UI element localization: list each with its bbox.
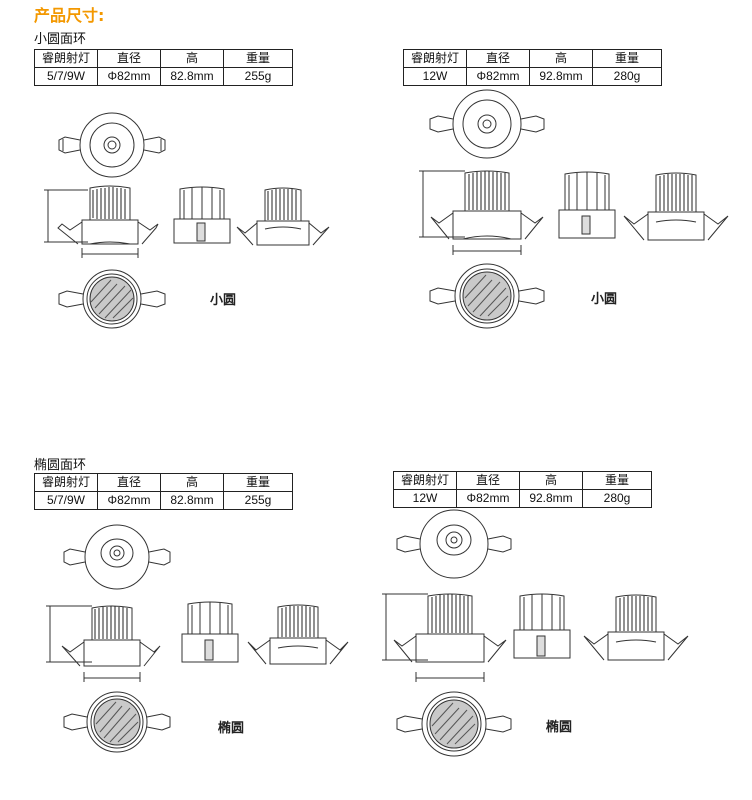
- side-view-drawing: [378, 588, 513, 688]
- header-weight: 重量: [582, 471, 652, 490]
- cell-power: 12W: [403, 67, 467, 86]
- header-product: 睿朗射灯: [403, 49, 467, 68]
- cell-diameter: Φ82mm: [97, 491, 161, 510]
- page-heading: 产品尺寸:: [34, 6, 105, 25]
- table-row: 12W Φ82mm 92.8mm 280g: [393, 489, 652, 508]
- side-view-drawing: [42, 600, 162, 690]
- header-height: 高: [529, 49, 593, 68]
- top-view-drawing: [395, 508, 515, 583]
- header-product: 睿朗射灯: [34, 49, 98, 68]
- header-product: 睿朗射灯: [34, 473, 98, 492]
- table-header-row: 睿朗射灯 直径 高 重量: [393, 471, 652, 490]
- table-row: 5/7/9W Φ82mm 82.8mm 255g: [34, 491, 293, 510]
- side-view-drawing: [415, 165, 550, 260]
- model-caption: 小圆: [591, 292, 618, 307]
- table-header-row: 睿朗射灯 直径 高 重量: [403, 49, 662, 68]
- rear-view-drawing: [582, 592, 692, 667]
- header-diameter: 直径: [97, 473, 161, 492]
- cell-diameter: Φ82mm: [456, 489, 520, 508]
- header-weight: 重量: [592, 49, 662, 68]
- front-view-drawing: [170, 185, 235, 250]
- cell-diameter: Φ82mm: [466, 67, 530, 86]
- front-view-drawing: [555, 170, 620, 245]
- group-title-oval: 椭圆面环: [34, 458, 87, 473]
- spec-table-oval-12w: 睿朗射灯 直径 高 重量 12W Φ82mm 92.8mm 280g: [393, 471, 652, 508]
- cell-weight: 280g: [592, 67, 662, 86]
- header-weight: 重量: [223, 49, 293, 68]
- table-header-row: 睿朗射灯 直径 高 重量: [34, 473, 293, 492]
- cell-height: 82.8mm: [160, 67, 224, 86]
- model-caption: 椭圆: [218, 721, 245, 736]
- header-weight: 重量: [223, 473, 293, 492]
- cell-height: 92.8mm: [519, 489, 583, 508]
- cell-weight: 280g: [582, 489, 652, 508]
- header-height: 高: [160, 49, 224, 68]
- rear-view-drawing: [248, 602, 353, 672]
- top-view-drawing: [55, 110, 170, 180]
- model-caption: 小圆: [210, 293, 237, 308]
- spec-table-oval-low-power: 睿朗射灯 直径 高 重量 5/7/9W Φ82mm 82.8mm 255g: [34, 473, 293, 510]
- bottom-view-drawing: [428, 262, 548, 330]
- header-height: 高: [519, 471, 583, 490]
- cell-power: 12W: [393, 489, 457, 508]
- rear-view-drawing: [235, 185, 330, 255]
- front-view-drawing: [178, 600, 243, 670]
- front-view-drawing: [510, 592, 575, 667]
- bottom-view-drawing: [60, 690, 175, 755]
- header-product: 睿朗射灯: [393, 471, 457, 490]
- table-header-row: 睿朗射灯 直径 高 重量: [34, 49, 293, 68]
- model-caption: 椭圆: [546, 720, 573, 735]
- spec-table-small-round-12w: 睿朗射灯 直径 高 重量 12W Φ82mm 92.8mm 280g: [403, 49, 662, 86]
- cell-weight: 255g: [223, 491, 293, 510]
- header-height: 高: [160, 473, 224, 492]
- top-view-drawing: [60, 522, 175, 592]
- table-row: 5/7/9W Φ82mm 82.8mm 255g: [34, 67, 293, 86]
- cell-diameter: Φ82mm: [97, 67, 161, 86]
- table-row: 12W Φ82mm 92.8mm 280g: [403, 67, 662, 86]
- header-diameter: 直径: [466, 49, 530, 68]
- spec-table-small-round-low-power: 睿朗射灯 直径 高 重量 5/7/9W Φ82mm 82.8mm 255g: [34, 49, 293, 86]
- cell-weight: 255g: [223, 67, 293, 86]
- bottom-view-drawing: [55, 268, 170, 330]
- bottom-view-drawing: [395, 690, 515, 758]
- group-title-small-round: 小圆面环: [34, 32, 87, 47]
- header-diameter: 直径: [456, 471, 520, 490]
- rear-view-drawing: [622, 170, 732, 250]
- top-view-drawing: [428, 88, 548, 163]
- header-diameter: 直径: [97, 49, 161, 68]
- cell-power: 5/7/9W: [34, 67, 98, 86]
- cell-height: 82.8mm: [160, 491, 224, 510]
- cell-power: 5/7/9W: [34, 491, 98, 510]
- side-view-drawing: [40, 182, 160, 267]
- cell-height: 92.8mm: [529, 67, 593, 86]
